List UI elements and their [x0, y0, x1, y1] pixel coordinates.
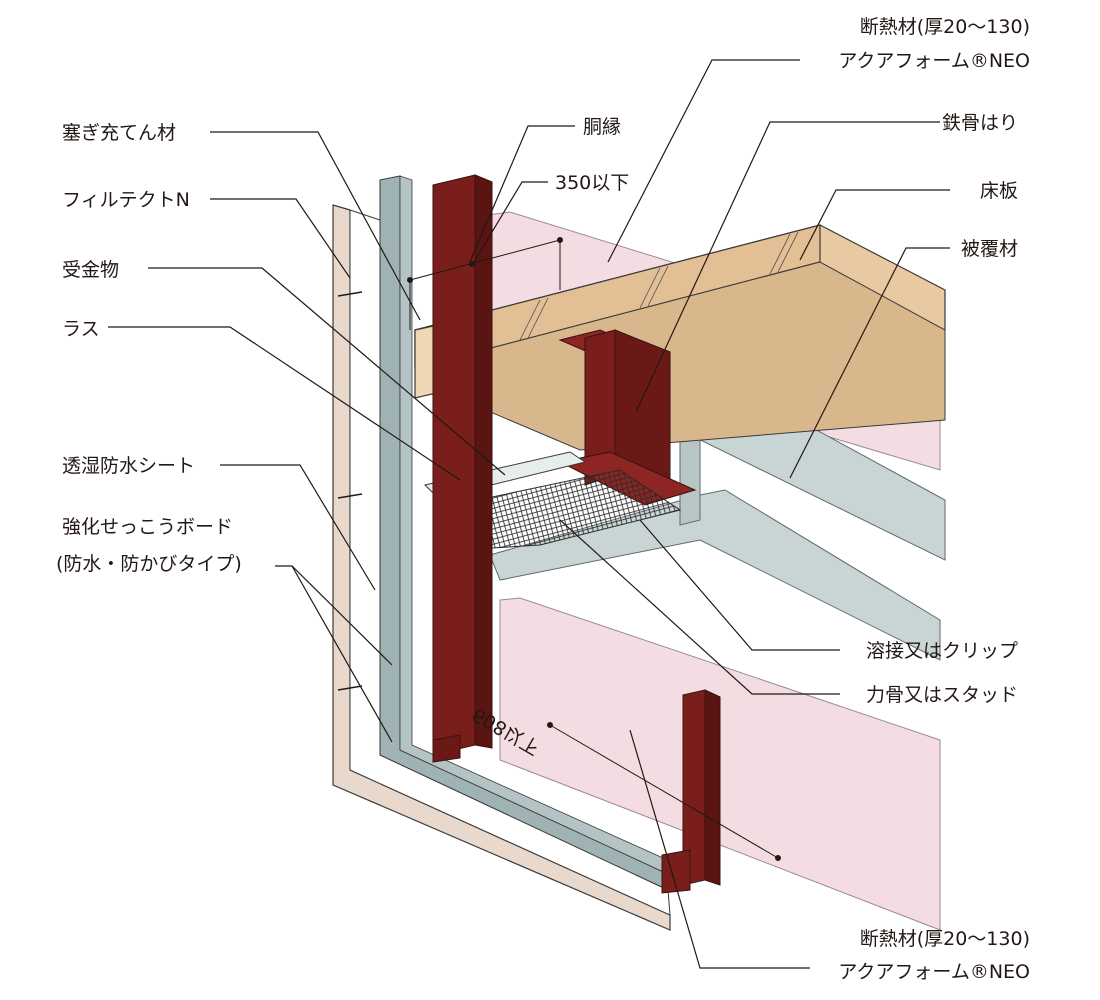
- label-steel-beam: 鉄骨はり: [942, 112, 1018, 134]
- body-rail-foot: [432, 734, 461, 763]
- label-floor-slab: 床板: [980, 180, 1018, 202]
- fireproof-coating-lower: [489, 489, 941, 661]
- dimension-350: [407, 237, 563, 330]
- stud-side: [704, 689, 721, 886]
- body-rail-side: [474, 174, 493, 749]
- body-rail-front: [432, 174, 476, 756]
- label-lath: ラス: [62, 318, 100, 340]
- dimension-608: [547, 722, 781, 861]
- label-insulation-bottom-product: アクアフォーム®NEO: [838, 961, 1030, 983]
- label-receiver: 受金物: [62, 259, 119, 281]
- label-weld-or-clip: 溶接又はクリップ: [866, 640, 1018, 662]
- label-insulation-top: 断熱材(厚20〜130): [860, 16, 1030, 38]
- leader-lines: [108, 59, 950, 969]
- label-fireproof-coating: 被覆材: [961, 238, 1018, 260]
- siding-fasteners: [337, 291, 363, 691]
- label-insulation-bottom: 断熱材(厚20〜130): [860, 928, 1030, 950]
- label-body-rail: 胴縁: [583, 116, 621, 138]
- label-fill-material: 塞ぎ充てん材: [62, 122, 176, 144]
- label-stud: 力骨又はスタッド: [866, 684, 1018, 706]
- label-gypsum-board: 強化せっこうボード: [62, 516, 233, 538]
- label-spacing-350: 350以下: [555, 172, 629, 194]
- label-insulation-top-product: アクアフォーム®NEO: [838, 50, 1030, 72]
- label-moisture-sheet: 透湿防水シート: [62, 455, 195, 477]
- label-gypsum-board-type: (防水・防かびタイプ): [56, 553, 242, 575]
- label-filtect: フィルテクトN: [62, 189, 190, 211]
